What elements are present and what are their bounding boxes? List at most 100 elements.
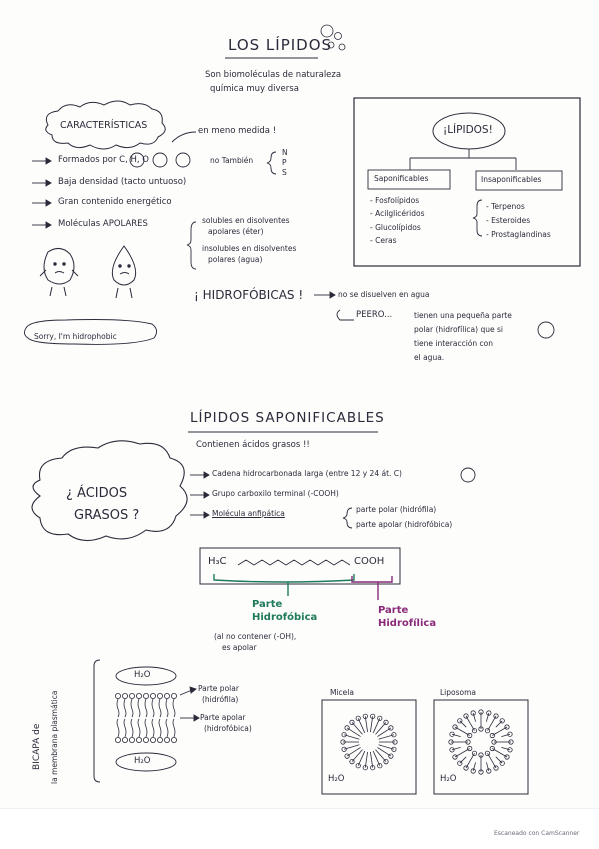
anfipatica-part: parte apolar (hidrofóbica) (356, 520, 453, 529)
acidos-grasos-cloud (31, 440, 188, 542)
lipid-head (486, 710, 492, 716)
phospholipid-head (115, 737, 122, 744)
lipid-head (344, 753, 350, 759)
lipid-head (355, 763, 361, 769)
caracteristicas-heading: CARACTERÍSTICAS (60, 120, 148, 131)
lipid-tail (499, 726, 508, 732)
bullet-arrows (32, 157, 52, 229)
lipid-tail (343, 734, 360, 740)
lipid-tail (451, 733, 461, 737)
lipid-head (388, 725, 394, 731)
lipid-tail (487, 753, 492, 761)
phospholipid-head (156, 737, 163, 744)
h2o-liposoma: H₂O (440, 774, 457, 784)
hydrocarbon-chain (237, 559, 351, 566)
acido-point: Molécula anfipática (212, 509, 285, 518)
lipid-head (457, 718, 463, 724)
lipid-tail (465, 760, 471, 769)
page-title: LOS LÍPIDOS (228, 36, 333, 54)
lipid-head (377, 763, 383, 769)
water-drop-character-icon (111, 245, 137, 299)
lipid-head (452, 724, 458, 730)
subtitle-line-2: química muy diversa (210, 84, 299, 94)
lipid-tail (462, 748, 470, 753)
peero-text: PEERO... (356, 310, 393, 320)
caracteristica-item: Baja densidad (tacto untuoso) (58, 177, 187, 187)
extra-element-s: S (282, 168, 287, 177)
lipid-tail (472, 762, 476, 772)
lipid-head (383, 719, 389, 726)
lipid-head (463, 713, 469, 719)
lipid-tail (343, 744, 360, 750)
phospholipid-tail (130, 698, 134, 718)
phospholipid-tail (158, 718, 162, 738)
lipid-bilayer (115, 693, 177, 744)
apolar-brace (186, 221, 197, 270)
lipid-tail (465, 715, 471, 724)
lipid-head (457, 760, 463, 766)
peero-detail: polar (hidrofílica) que si (414, 325, 503, 334)
lipid-character-icon (39, 248, 79, 297)
lipid-head (463, 765, 469, 771)
bubble-icon (327, 41, 335, 49)
lipid-head (471, 728, 478, 734)
bubble-icon (320, 24, 334, 38)
cooh-label: COOH (354, 556, 385, 567)
lipid-head (489, 745, 495, 752)
lipid-head (471, 750, 478, 756)
h2o-bottom: H₂O (134, 756, 151, 766)
extra-element-n: N (282, 148, 288, 157)
caracteristica-item: Moléculas APOLARES (58, 219, 148, 229)
phospholipid-head (128, 693, 135, 700)
hidrofobicas-label: ¡ HIDROFÓBICAS ! (194, 288, 304, 302)
lipid-head (449, 747, 455, 753)
phospholipid-head (128, 737, 135, 744)
lipid-tail (459, 720, 467, 728)
fatty-acid-box (199, 547, 401, 585)
peero-detail: tiene interacción con (414, 339, 493, 348)
lipid-head (470, 710, 476, 716)
lipid-tail (499, 752, 508, 758)
phospholipid-head (115, 693, 122, 700)
bicapa-bracket (93, 659, 101, 783)
lipid-head (504, 724, 510, 730)
lipid-head (344, 725, 350, 731)
liposoma-box (433, 699, 529, 795)
lipid-tail (495, 720, 503, 728)
lipid-tail (370, 751, 374, 768)
lipid-head (449, 731, 455, 737)
lipid-tail (377, 727, 392, 737)
lipid-tail (472, 712, 476, 722)
phospholipid-tail (137, 698, 141, 718)
phospholipid-tail (165, 718, 169, 738)
lipid-head (377, 715, 383, 721)
caracteristica-item: Gran contenido energético (58, 197, 172, 207)
lipid-head (467, 745, 473, 752)
h3c-label: H₃C (208, 556, 227, 567)
apolar-detail: insolubles en disolventes (202, 244, 297, 253)
phospholipid-head (163, 737, 170, 744)
lipid-head (493, 765, 499, 771)
lipid-tail (470, 723, 475, 731)
phospholipid-head (156, 693, 163, 700)
lipid-tail (501, 747, 511, 751)
lipid-head (499, 760, 505, 766)
lipid-tail (378, 744, 395, 750)
phospholipid-head (142, 737, 149, 744)
phospholipid-tail (151, 718, 155, 738)
lipid-tail (454, 752, 463, 758)
lipid-head (355, 715, 361, 721)
bicapa-side-label: BICAPA de (32, 723, 42, 770)
bubble-icon (334, 32, 342, 40)
lipid-head (452, 754, 458, 760)
lipid-head (489, 732, 495, 739)
lipid-head (504, 754, 510, 760)
acido-point: Grupo carboxilo terminal (-COOH) (212, 489, 339, 498)
lipid-tail (370, 716, 374, 733)
phospholipid-tail (123, 718, 127, 738)
bicapa-side-label: la membrana plasmática (50, 690, 59, 784)
lipid-tail (378, 734, 395, 740)
lipid-tail (470, 753, 475, 761)
lipid-tail (486, 762, 490, 772)
